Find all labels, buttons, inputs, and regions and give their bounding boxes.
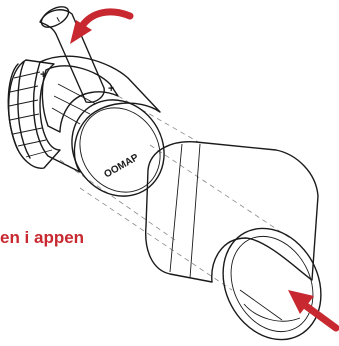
caption-text: en i appen xyxy=(0,228,84,248)
brand-logo: OOMAP xyxy=(102,152,141,181)
thermostat-body: + + OOMAP xyxy=(8,56,182,214)
curved-arrow-icon xyxy=(70,12,130,44)
plus-label-left: + xyxy=(40,69,46,81)
straight-arrow-icon xyxy=(288,290,336,328)
alignment-guides xyxy=(60,96,290,290)
plus-label-right: + xyxy=(108,83,114,95)
